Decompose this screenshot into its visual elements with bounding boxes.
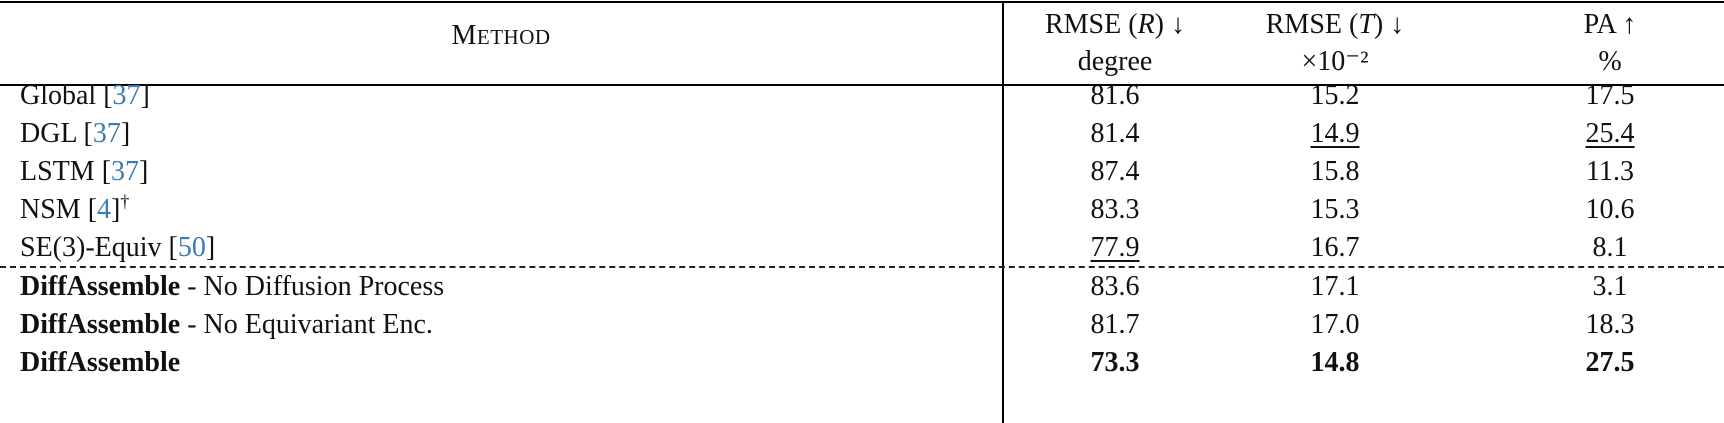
cell-pa: 25.4 bbox=[1520, 115, 1700, 153]
cell-pa: 18.3 bbox=[1585, 309, 1635, 340]
cell-rmse-t: 17.0 bbox=[1310, 309, 1360, 340]
arrow-up-icon: ↑ bbox=[1622, 9, 1637, 40]
header-method: METHOD bbox=[451, 20, 551, 51]
cell-rmse-r: 81.6 bbox=[1090, 80, 1140, 111]
header-unit-degree: degree bbox=[1077, 46, 1153, 77]
method-name: DGL [37] bbox=[20, 118, 131, 149]
cell-pa: 3.1 bbox=[1592, 271, 1628, 302]
table-row: LSTM [37] 87.4 15.8 11.3 bbox=[0, 153, 1724, 191]
header-rmse-r: RMSE (R) ↓ degree bbox=[1010, 6, 1220, 80]
second-best-value: 77.9 bbox=[1090, 232, 1140, 263]
cell-rmse-r: 77.9 bbox=[1010, 229, 1220, 267]
cell-rmse-t: 15.3 bbox=[1310, 194, 1360, 225]
top-rule bbox=[0, 1, 1724, 3]
cell-rmse-t: 16.7 bbox=[1310, 232, 1360, 263]
table-row: DGL [37] 81.4 14.9 25.4 bbox=[0, 115, 1724, 153]
cell-rmse-r: 87.4 bbox=[1090, 156, 1140, 187]
table-row: DiffAssemble 73.3 14.8 27.5 bbox=[0, 344, 1724, 382]
header-unit-percent: % bbox=[1598, 46, 1622, 77]
method-name: NSM [4]† bbox=[20, 191, 130, 225]
cell-pa-best: 27.5 bbox=[1585, 347, 1635, 378]
cell-rmse-t: 14.9 bbox=[1215, 115, 1455, 153]
cell-pa: 8.1 bbox=[1592, 232, 1628, 263]
table-row: Global [37] 81.6 15.2 17.5 bbox=[0, 77, 1724, 115]
citation-link[interactable]: 4 bbox=[97, 194, 112, 225]
arrow-down-icon: ↓ bbox=[1390, 9, 1405, 40]
method-name: SE(3)-Equiv [50] bbox=[20, 232, 216, 263]
method-name: Global [37] bbox=[20, 80, 150, 111]
cell-rmse-t: 15.8 bbox=[1310, 156, 1360, 187]
method-name: DiffAssemble - No Diffusion Process bbox=[20, 271, 445, 302]
header-rmse-t: RMSE (T) ↓ ×10⁻² bbox=[1215, 6, 1455, 80]
header-pa: PA ↑ % bbox=[1520, 6, 1700, 80]
header-method-rest: ETHOD bbox=[476, 25, 551, 49]
column-separator bbox=[1002, 2, 1004, 423]
cell-pa: 10.6 bbox=[1585, 194, 1635, 225]
citation-link[interactable]: 50 bbox=[177, 232, 206, 263]
citation-link[interactable]: 37 bbox=[112, 80, 141, 111]
cell-rmse-t: 15.2 bbox=[1310, 80, 1360, 111]
cell-rmse-r: 81.4 bbox=[1090, 118, 1140, 149]
header-rule bbox=[0, 84, 1724, 86]
second-best-value: 25.4 bbox=[1585, 118, 1635, 149]
table-row: DiffAssemble - No Diffusion Process 83.6… bbox=[0, 268, 1724, 306]
method-name: DiffAssemble - No Equivariant Enc. bbox=[20, 309, 433, 340]
table-row: SE(3)-Equiv [50] 77.9 16.7 8.1 bbox=[0, 229, 1724, 267]
table-row: DiffAssemble - No Equivariant Enc. 81.7 … bbox=[0, 306, 1724, 344]
citation-link[interactable]: 37 bbox=[111, 156, 140, 187]
cell-rmse-t-best: 14.8 bbox=[1310, 347, 1360, 378]
cell-pa: 17.5 bbox=[1585, 80, 1635, 111]
cell-rmse-r: 83.3 bbox=[1090, 194, 1140, 225]
header-unit-scale: ×10⁻² bbox=[1301, 46, 1369, 77]
citation-link[interactable]: 37 bbox=[92, 118, 121, 149]
cell-rmse-t: 17.1 bbox=[1310, 271, 1360, 302]
dashed-separator bbox=[0, 266, 1724, 268]
method-name: DiffAssemble bbox=[20, 347, 181, 378]
dagger-mark: † bbox=[120, 191, 130, 212]
method-name: LSTM [37] bbox=[20, 156, 149, 187]
second-best-value: 14.9 bbox=[1310, 118, 1360, 149]
arrow-down-icon: ↓ bbox=[1171, 9, 1185, 40]
table-row: NSM [4]† 83.3 15.3 10.6 bbox=[0, 191, 1724, 229]
cell-rmse-r: 81.7 bbox=[1090, 309, 1140, 340]
cell-rmse-r: 83.6 bbox=[1090, 271, 1140, 302]
cell-rmse-r-best: 73.3 bbox=[1090, 347, 1140, 378]
cell-pa: 11.3 bbox=[1586, 156, 1634, 187]
